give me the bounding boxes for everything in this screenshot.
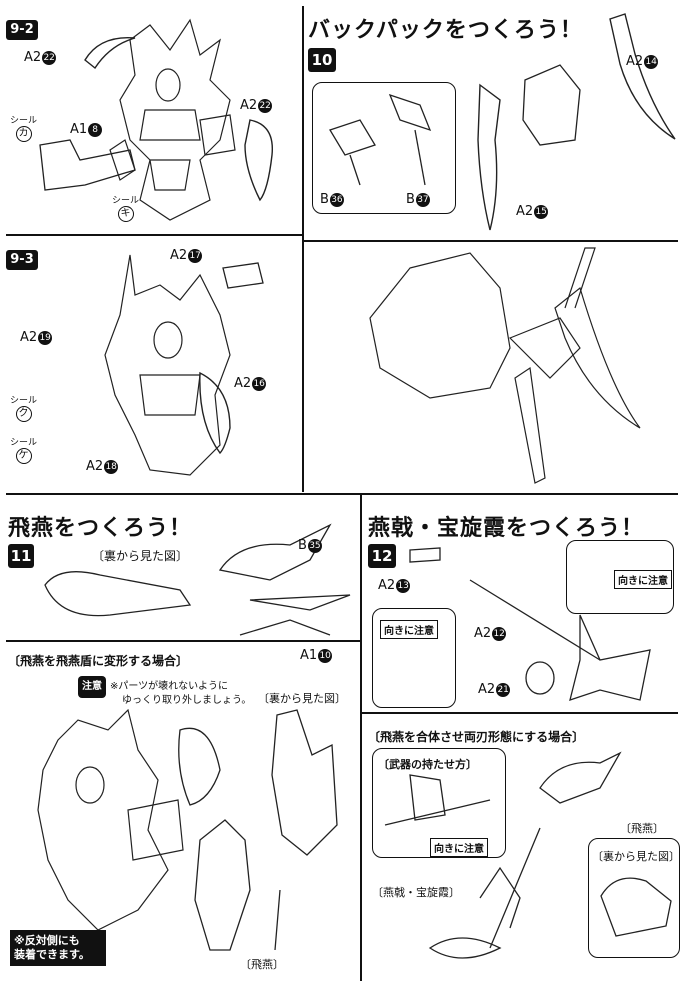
combine-back-view-label: 〔裏から見た図〕 bbox=[592, 850, 680, 863]
hold-weapon-title: 〔武器の持たせ方〕 bbox=[378, 758, 477, 771]
divider-h-right-low bbox=[362, 712, 678, 714]
robot-sketch-9-2 bbox=[109, 18, 236, 221]
step-11-back-view-label: 〔裏から見た図〕 bbox=[92, 549, 189, 563]
transform-back-view-label: 〔裏から見た図〕 bbox=[258, 692, 346, 705]
part-a2-22-top-sketch bbox=[84, 36, 136, 70]
part-a2-22-shield-sketch bbox=[244, 119, 274, 202]
hand-weapon-sketch bbox=[384, 774, 491, 826]
part-a2-16-shield-sketch bbox=[199, 371, 231, 455]
robot-with-shield-sketch bbox=[37, 708, 184, 931]
orientation-notice-right: 向きに注意 bbox=[614, 570, 672, 589]
step-10-label: 10 bbox=[308, 48, 336, 72]
caution-line-1: ※パーツが壊れないように bbox=[110, 681, 228, 692]
combine-hien-label: 〔飛燕〕 bbox=[620, 822, 664, 835]
divider-h-right-mid bbox=[304, 240, 678, 242]
hien-back-view-sketch bbox=[44, 571, 192, 617]
divider-v-top bbox=[302, 6, 304, 492]
backpack-attached-sketch bbox=[369, 247, 641, 484]
backpack-parts-sketch bbox=[329, 93, 432, 186]
shield-transform-sketch bbox=[178, 727, 281, 951]
step-12-label: 12 bbox=[368, 544, 396, 568]
combine-title: 〔飛燕を合体させ両刃形態にする場合〕 bbox=[368, 730, 585, 744]
weapon-assembly-sketch bbox=[409, 547, 651, 701]
combine-back-view-box bbox=[588, 838, 680, 958]
hien-parts-sketch bbox=[218, 523, 351, 636]
part-a1-8-arm-sketch bbox=[39, 139, 136, 191]
seal-ke: シールケ bbox=[10, 438, 37, 464]
divider-h-left-low bbox=[6, 640, 360, 642]
seal-ki: シールキ bbox=[112, 196, 139, 222]
reverse-side-note: ※反対側にも装着できます。 bbox=[10, 930, 106, 966]
step-11-title: 飛燕をつくろう！ bbox=[8, 516, 193, 541]
back-view-shield-sketch bbox=[271, 709, 338, 856]
step-11-label: 11 bbox=[8, 544, 34, 568]
step-10-title: バックパックをつくろう！ bbox=[308, 18, 583, 43]
robot-sketch-9-3 bbox=[104, 254, 231, 476]
step-9-3-label: 9-3 bbox=[6, 250, 38, 270]
divider-h-main bbox=[6, 493, 678, 495]
divider-v-bottom bbox=[360, 495, 362, 981]
combine-back-view-sketch bbox=[600, 877, 672, 937]
backpack-body-sketch bbox=[522, 64, 581, 146]
transform-title: 〔飛燕を飛燕盾に変形する場合〕 bbox=[8, 654, 189, 668]
step-9-2-label: 9-2 bbox=[6, 20, 38, 40]
backpack-detail-box bbox=[312, 82, 456, 214]
seal-ku: シールク bbox=[10, 396, 37, 422]
divider-h-left-mid bbox=[6, 234, 302, 236]
part-a2-17-sketch bbox=[222, 262, 264, 289]
combined-weapon-sketch bbox=[428, 751, 622, 959]
blade-a2-15-sketch bbox=[477, 83, 501, 231]
hold-orientation-notice: 向きに注意 bbox=[430, 838, 488, 857]
caution-badge: 注意 bbox=[78, 676, 106, 698]
seal-ka: シールカ bbox=[10, 116, 37, 142]
orientation-notice-left: 向きに注意 bbox=[380, 620, 438, 639]
caution-line-2: ゆっくり取り外しましょう。 bbox=[122, 695, 252, 706]
transform-hien-label: 〔飛燕〕 bbox=[240, 958, 284, 971]
step-12-title: 燕戟・宝旋霞をつくろう！ bbox=[368, 516, 645, 541]
combine-weapon-label: 〔燕戟・宝旋霞〕 bbox=[372, 886, 460, 899]
blade-a2-14-sketch bbox=[609, 13, 676, 140]
